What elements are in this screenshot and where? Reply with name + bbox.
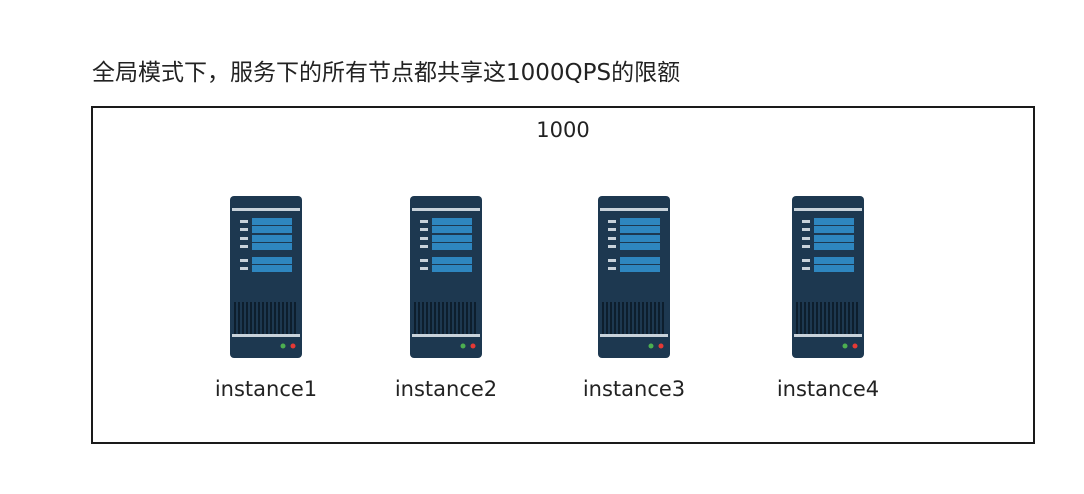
server-tower-icon — [230, 196, 302, 358]
server-label-instance4: instance4 — [776, 377, 880, 401]
server-tower-icon — [598, 196, 670, 358]
server-label-instance3: instance3 — [582, 377, 686, 401]
server-tower-icon — [410, 196, 482, 358]
server-label-instance2: instance2 — [394, 377, 498, 401]
global-quota-frame: 1000 instance1 instance2 instance3 insta… — [91, 106, 1035, 444]
server-tower-icon — [792, 196, 864, 358]
server-label-instance1: instance1 — [214, 377, 318, 401]
quota-label: 1000 — [536, 118, 590, 142]
diagram-heading: 全局模式下，服务下的所有节点都共享这1000QPS的限额 — [92, 60, 681, 86]
